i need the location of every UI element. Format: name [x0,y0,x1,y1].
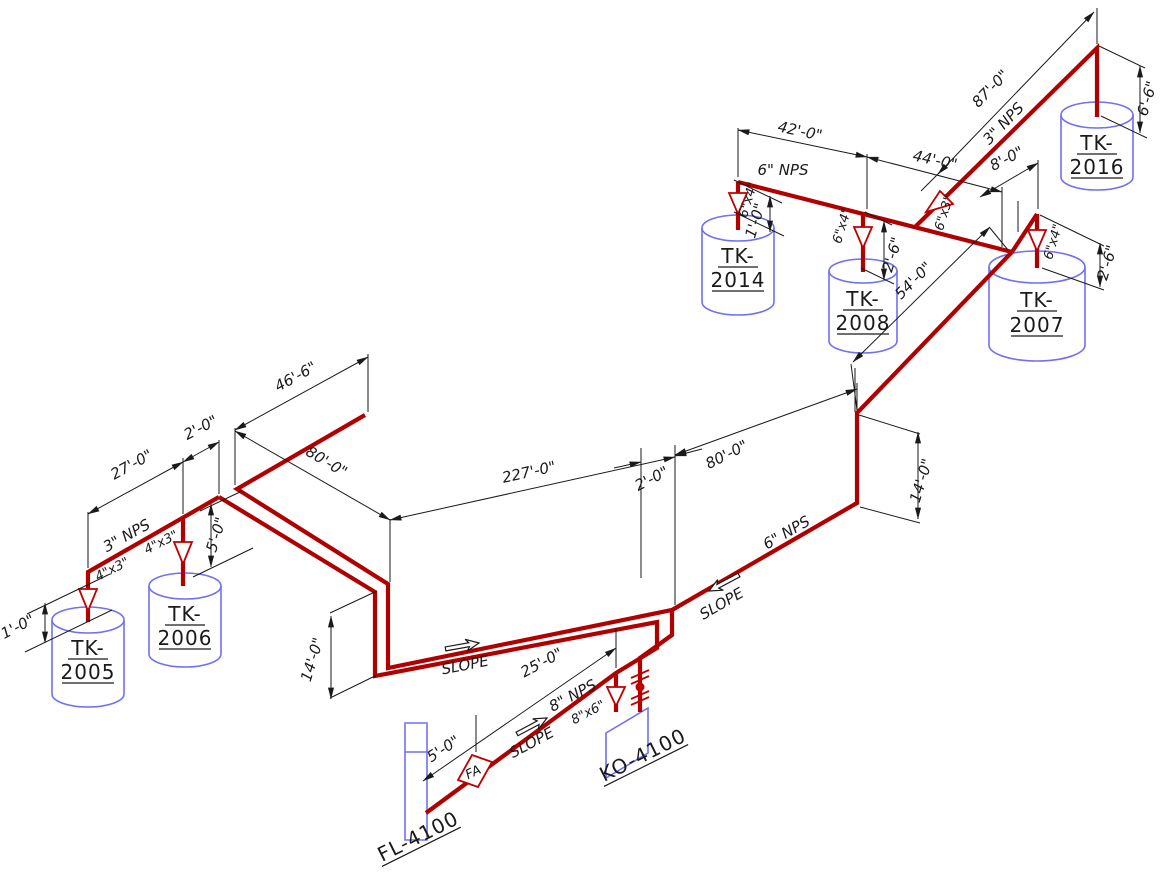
reducer-6x3 [923,189,955,214]
label-reducer-6x4-tk2008: 6"x4" [830,206,855,245]
pipe-left-run-to-flare [217,495,660,815]
dim-87ft: 87'-0" [968,66,1012,111]
tank-tk-2005 [51,606,125,708]
dim-14ft-right: 14'-0" [906,456,936,504]
svg-text:2006: 2006 [158,626,213,650]
reducer-8x6-ko [605,686,627,709]
dim-227ft: 227'-0" [500,457,557,486]
svg-text:TK-: TK- [845,287,879,311]
svg-text:2005: 2005 [61,660,116,684]
dim-5ft-tk2006: 5'-0" [202,515,230,554]
svg-text:TK-: TK- [167,602,201,626]
tank-tk-2006 [148,572,222,668]
label-tk2008: TK- 2008 [836,287,891,335]
valve-dot-symbol [630,669,650,706]
label-flame-arrestor: FA [463,763,484,783]
reducer-6x4-tk2007 [1026,229,1048,254]
dim-44ft: 44'-0" [911,147,959,174]
flow-arrow-left-run [444,638,481,652]
dim-80ft-left: 80'-0" [303,442,351,481]
label-6nps-header: 6" NPS [758,161,809,179]
svg-text:TK-: TK- [1079,131,1113,155]
label-tk2014: TK- 2014 [711,244,766,292]
svg-text:TK-: TK- [720,244,754,268]
dim-80ft-right: 80'-0" [703,436,751,473]
dim-1ft-tk2005: 1'-0" [0,610,38,642]
pipe-tk2007-branch [1010,212,1039,254]
dimension-lines [41,11,1144,782]
svg-text:TK-: TK- [1019,288,1053,312]
pipe-labels: 3" NPS 6" NPS 3" NPS 6" NPS 8" NPS SLOPE… [93,99,1066,783]
svg-text:2016: 2016 [1070,155,1125,179]
svg-text:2007: 2007 [1010,313,1065,337]
dim-2ft6-tk2008: 2'-6" [878,235,906,274]
flow-arrow-flare-run [515,717,549,737]
dim-14ft-left: 14'-0" [297,635,327,683]
flow-arrows [444,572,741,737]
reducer-6x4-tk2014 [727,192,749,217]
label-tk2006: TK- 2006 [158,602,213,650]
dim-25ft: 25'-0" [518,644,566,681]
dim-2ft-right: 2'-0" [632,462,672,494]
dim-46ft6: 46'-6" [271,358,319,396]
label-tk2005: TK- 2005 [61,636,116,684]
dim-42ft: 42'-0" [776,118,824,145]
flow-arrow-right-run [707,572,741,592]
svg-text:2008: 2008 [836,311,891,335]
dim-6ft6: 6'-6" [1133,79,1161,118]
reducer-6x4-tk2008 [852,226,874,251]
dim-2ft-left: 2'-0" [181,411,221,443]
dim-5ft-flare: 5'-0" [423,732,463,766]
reducer-4x3-tk2006 [172,541,194,567]
svg-text:2014: 2014 [711,268,766,292]
svg-text:TK-: TK- [70,636,104,660]
tank-tk-2014 [701,214,775,316]
dim-2ft6-tk2007: 2'-6" [1093,243,1121,282]
flare-column-outline [404,722,428,841]
label-tk2007: TK- 2007 [1010,288,1065,337]
reducer-4x3-tk2005 [77,588,99,614]
dim-27ft: 27'-0" [107,446,155,484]
label-tk2016: TK- 2016 [1070,131,1125,179]
